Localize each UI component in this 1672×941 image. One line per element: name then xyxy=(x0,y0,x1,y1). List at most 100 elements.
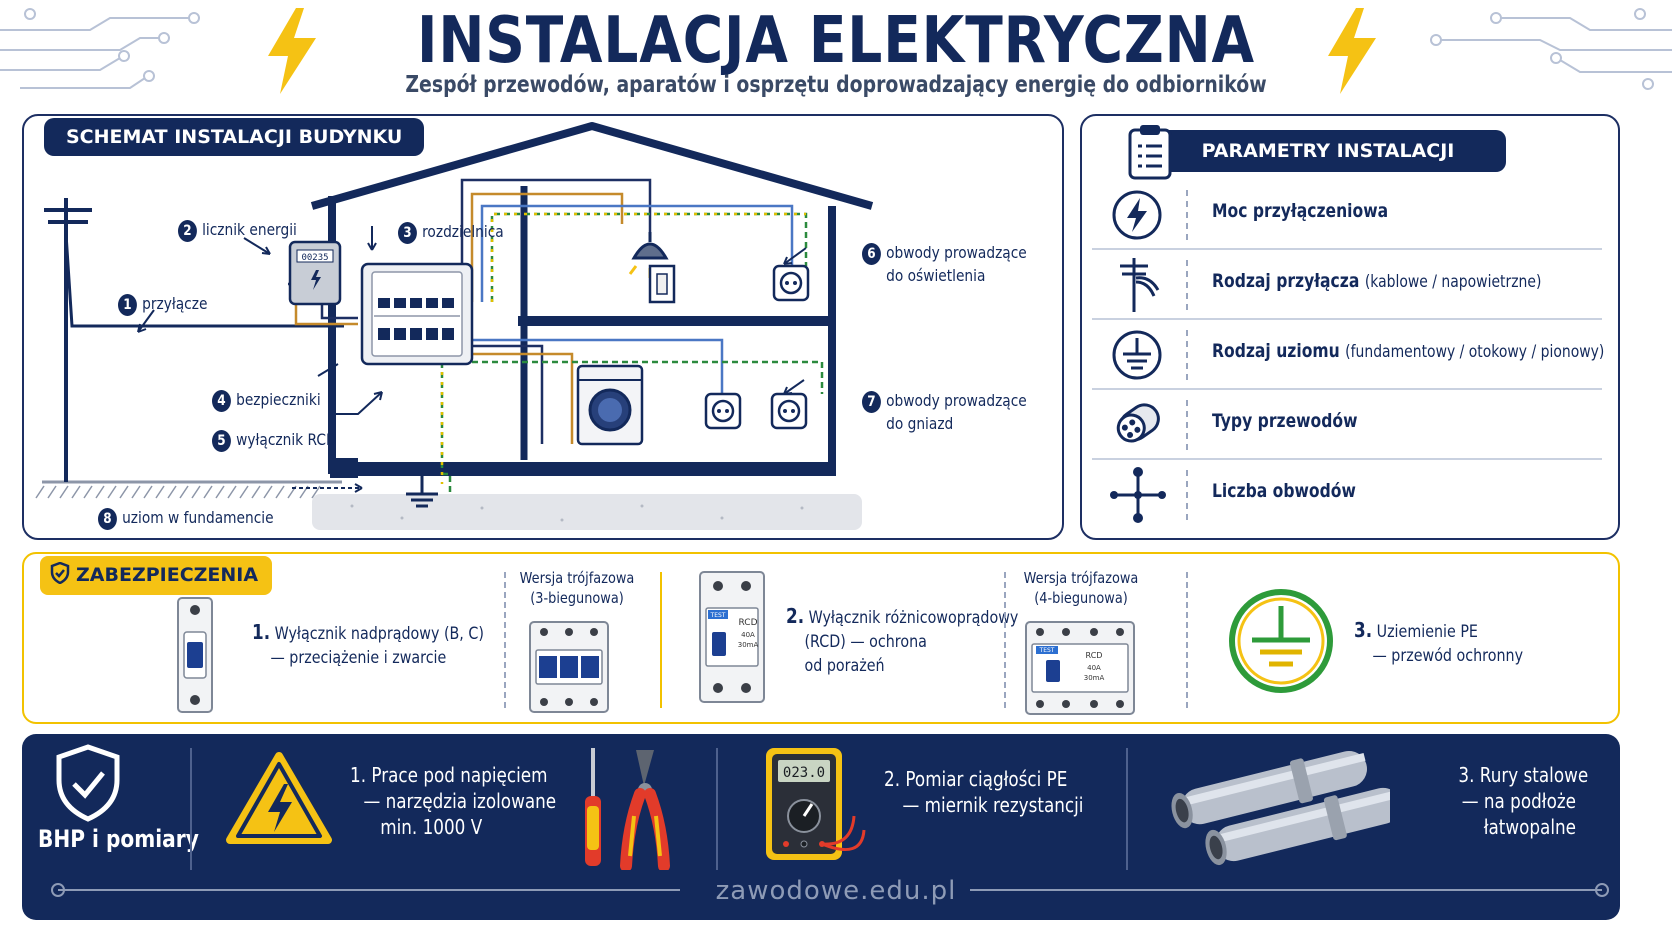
rcd-4pole-icon: TEST RCD 40A 30mA xyxy=(1025,621,1135,715)
param-row: Typy przewodów xyxy=(1092,392,1602,458)
circuit-decoration-right xyxy=(1430,8,1672,90)
item-line: (RCD) — ochrona xyxy=(804,632,927,652)
separator xyxy=(1186,190,1188,240)
item-line: Pomiar ciągłości PE xyxy=(905,767,1068,791)
rcd-amp-label: 40A xyxy=(1087,664,1101,672)
shield-check-icon xyxy=(56,744,120,822)
schema-tab: SCHEMAT INSTALACJI BUDYNKU xyxy=(44,118,425,156)
rcd-ma-label: 30mA xyxy=(738,641,759,649)
divider xyxy=(1092,388,1602,390)
item-number: 2. xyxy=(884,767,901,791)
callout-text: przyłącze xyxy=(142,294,208,313)
param-extra-text: (fundamentowy / otokowy / pionowy) xyxy=(1345,342,1605,362)
security-item-3: 3. Uziemienie PE — przewód ochronny xyxy=(1354,618,1523,668)
mcb-breaker-icon xyxy=(177,597,213,713)
three-phase-caption: Wersja trójfazowa (4-biegunowa) xyxy=(1017,568,1146,608)
separator xyxy=(1186,330,1188,380)
params-tab: PARAMETRY INSTALACJI xyxy=(1150,130,1506,172)
param-row: Liczba obwodów xyxy=(1092,462,1602,528)
circuits-icon xyxy=(1110,467,1166,523)
separator xyxy=(504,572,506,708)
item-line: Prace pod napięciem xyxy=(371,763,548,787)
multimeter-reading: 023.0 xyxy=(783,765,825,781)
item-line: łatwopalne xyxy=(1483,815,1576,839)
item-line: — narzędzia izolowane xyxy=(363,789,557,813)
callout-number: 1 xyxy=(118,294,137,316)
param-label-text: Rodzaj uziomu xyxy=(1212,340,1340,362)
socket-icon xyxy=(704,392,742,430)
rcd-name-label: RCD xyxy=(738,618,757,628)
callout-obwody-oswietlenia: 6 obwody prowadzące do oświetlenia xyxy=(862,242,1027,287)
separator xyxy=(716,748,718,870)
separator xyxy=(660,572,662,708)
item-number: 3. xyxy=(1458,763,1475,787)
rcd-amp-label: 40A xyxy=(741,631,755,639)
divider xyxy=(1092,248,1602,250)
item-number: 1. xyxy=(252,620,271,644)
callout-text: rozdzielnica xyxy=(422,222,504,241)
callout-text: obwody prowadzące xyxy=(886,243,1027,262)
security-panel xyxy=(22,552,1620,724)
security-item-1: 1. Wyłącznik nadprądowy (B, C) — przecią… xyxy=(252,620,484,670)
multimeter-icon: 023.0 xyxy=(766,748,866,860)
callout-text: obwody prowadzące xyxy=(886,391,1027,410)
socket-icon xyxy=(772,264,810,302)
param-label: Moc przyłączeniowa xyxy=(1212,200,1388,222)
callout-number: 6 xyxy=(862,243,881,265)
rcd-name-label: RCD xyxy=(1086,651,1103,660)
lightning-icon xyxy=(1112,190,1162,240)
bhp-title: BHP i pomiary xyxy=(38,825,199,853)
footer-line xyxy=(51,883,1609,897)
bhp-item-3: 3. Rury stalowe — na podłoże łatwopalne xyxy=(1458,762,1588,840)
callout-text: licznik energii xyxy=(202,220,297,239)
callout-number: 3 xyxy=(398,222,417,244)
meter-reading: 00235 xyxy=(301,253,328,263)
separator xyxy=(1186,572,1188,708)
param-extra-text: (kablowe / napowietrzne) xyxy=(1364,272,1542,292)
params-panel xyxy=(1080,114,1620,540)
caption-line: Wersja trójfazowa xyxy=(519,569,635,587)
separator xyxy=(1186,470,1188,520)
item-line: od porażeń xyxy=(804,656,885,676)
callout-rozdzielnica: 3 rozdzielnica xyxy=(398,222,504,244)
separator xyxy=(1186,260,1188,310)
page-title: INSTALACJA ELEKTRYCZNA xyxy=(417,4,1255,78)
param-row: Moc przyłączeniowa xyxy=(1092,182,1602,248)
separator xyxy=(190,748,192,870)
callout-licznik: 2 licznik energii xyxy=(178,220,297,242)
item-line: min. 1000 V xyxy=(380,815,483,839)
ground-icon xyxy=(1112,330,1162,380)
footer-link[interactable]: zawodowe.edu.pl xyxy=(715,876,957,906)
socket-icon xyxy=(770,392,808,430)
high-voltage-warning-icon xyxy=(226,752,332,844)
bhp-item-1: 1. Prace pod napięciem — narzędzia izolo… xyxy=(350,762,556,840)
param-row: Rodzaj uziomu (fundamentowy / otokowy / … xyxy=(1092,322,1604,388)
steel-pipes-icon xyxy=(1171,750,1390,866)
bhp-item-2: 2. Pomiar ciągłości PE — miernik rezysta… xyxy=(884,766,1083,818)
callout-text: do oświetlenia xyxy=(886,266,986,285)
item-line: — przeciążenie i zwarcie xyxy=(270,648,447,668)
param-label: Rodzaj przyłącza (kablowe / napowietrzne… xyxy=(1212,270,1541,292)
callout-text: bezpieczniki xyxy=(236,390,321,409)
callout-uziom: 8 uziom w fundamencie xyxy=(98,508,274,530)
mcb-3pole-icon xyxy=(529,621,609,713)
callout-number: 2 xyxy=(178,220,197,242)
callout-number: 8 xyxy=(98,508,117,530)
param-label: Rodzaj uziomu (fundamentowy / otokowy / … xyxy=(1212,340,1604,362)
separator xyxy=(1186,400,1188,450)
callout-number: 5 xyxy=(212,430,231,452)
callout-text: wyłącznik RCD xyxy=(236,430,337,449)
callout-text: uziom w fundamencie xyxy=(122,508,274,527)
caption-line: (4-biegunowa) xyxy=(1034,589,1128,607)
separator xyxy=(1126,748,1128,870)
rcd-test-label: TEST xyxy=(1039,647,1055,654)
item-number: 3. xyxy=(1354,618,1373,642)
item-line: Wyłącznik nadprądowy (B, C) xyxy=(274,624,484,644)
item-line: — przewód ochronny xyxy=(1372,646,1524,666)
shield-check-icon xyxy=(50,561,70,589)
item-line: — na podłoże xyxy=(1461,789,1576,813)
screwdriver-icon xyxy=(585,748,601,866)
security-tab-label: ZABEZPIECZENIA xyxy=(76,564,259,586)
